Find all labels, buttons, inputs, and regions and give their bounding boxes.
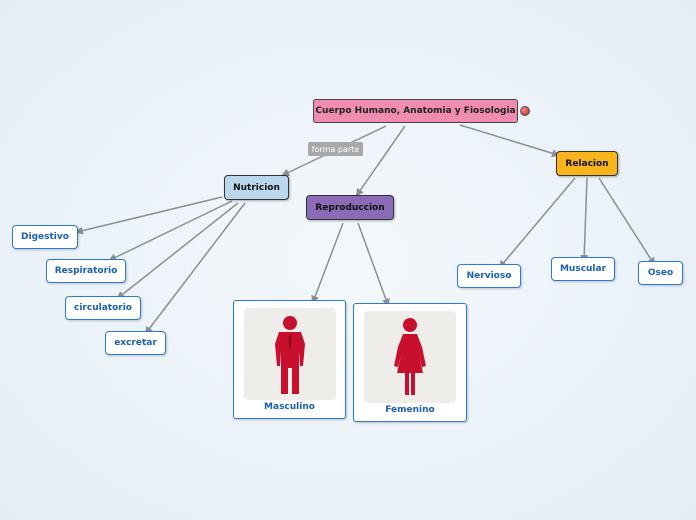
muscular-node[interactable]: Muscular <box>551 257 615 281</box>
link-reproduccion-masculino <box>311 222 344 304</box>
link-nutricion-excretar <box>144 202 246 335</box>
nervioso-node[interactable]: Nervioso <box>457 264 521 288</box>
femenino-card[interactable]: Femenino <box>353 303 467 422</box>
link-reproduccion-femenino <box>357 222 390 307</box>
femenino-caption: Femenino <box>385 405 435 415</box>
link-relacion-oseo <box>598 177 656 266</box>
link-root-relacion <box>459 124 560 158</box>
link-relacion-muscular <box>580 177 589 263</box>
globe-icon[interactable] <box>520 106 530 116</box>
digestivo-node[interactable]: Digestivo <box>12 225 78 249</box>
femenino-image <box>364 311 456 403</box>
relacion-node[interactable]: Relacion <box>556 151 618 176</box>
oseo-node[interactable]: Oseo <box>638 261 683 285</box>
link-nutricion-circulatorio <box>116 202 239 300</box>
masculino-image <box>244 308 336 400</box>
masculino-card[interactable]: Masculino <box>233 300 346 419</box>
link-nutricion-digestivo <box>75 196 223 235</box>
reproduccion-node[interactable]: Reproduccion <box>306 195 394 220</box>
man-figure-icon <box>275 316 305 394</box>
edge-label: forma parte <box>308 142 363 156</box>
circulatorio-node[interactable]: circulatorio <box>65 296 141 320</box>
masculino-caption: Masculino <box>264 402 315 412</box>
excretar-node[interactable]: excretar <box>105 331 166 355</box>
woman-figure-icon <box>394 318 426 395</box>
respiratorio-node[interactable]: Respiratorio <box>46 259 126 283</box>
root-node[interactable]: Cuerpo Humano, Anatomia y Fiosologia <box>313 99 518 123</box>
link-root-reproduccion <box>355 125 406 197</box>
nutricion-node[interactable]: Nutricion <box>224 175 289 200</box>
link-nutricion-respiratorio <box>108 200 233 261</box>
link-relacion-nervioso <box>498 177 576 269</box>
